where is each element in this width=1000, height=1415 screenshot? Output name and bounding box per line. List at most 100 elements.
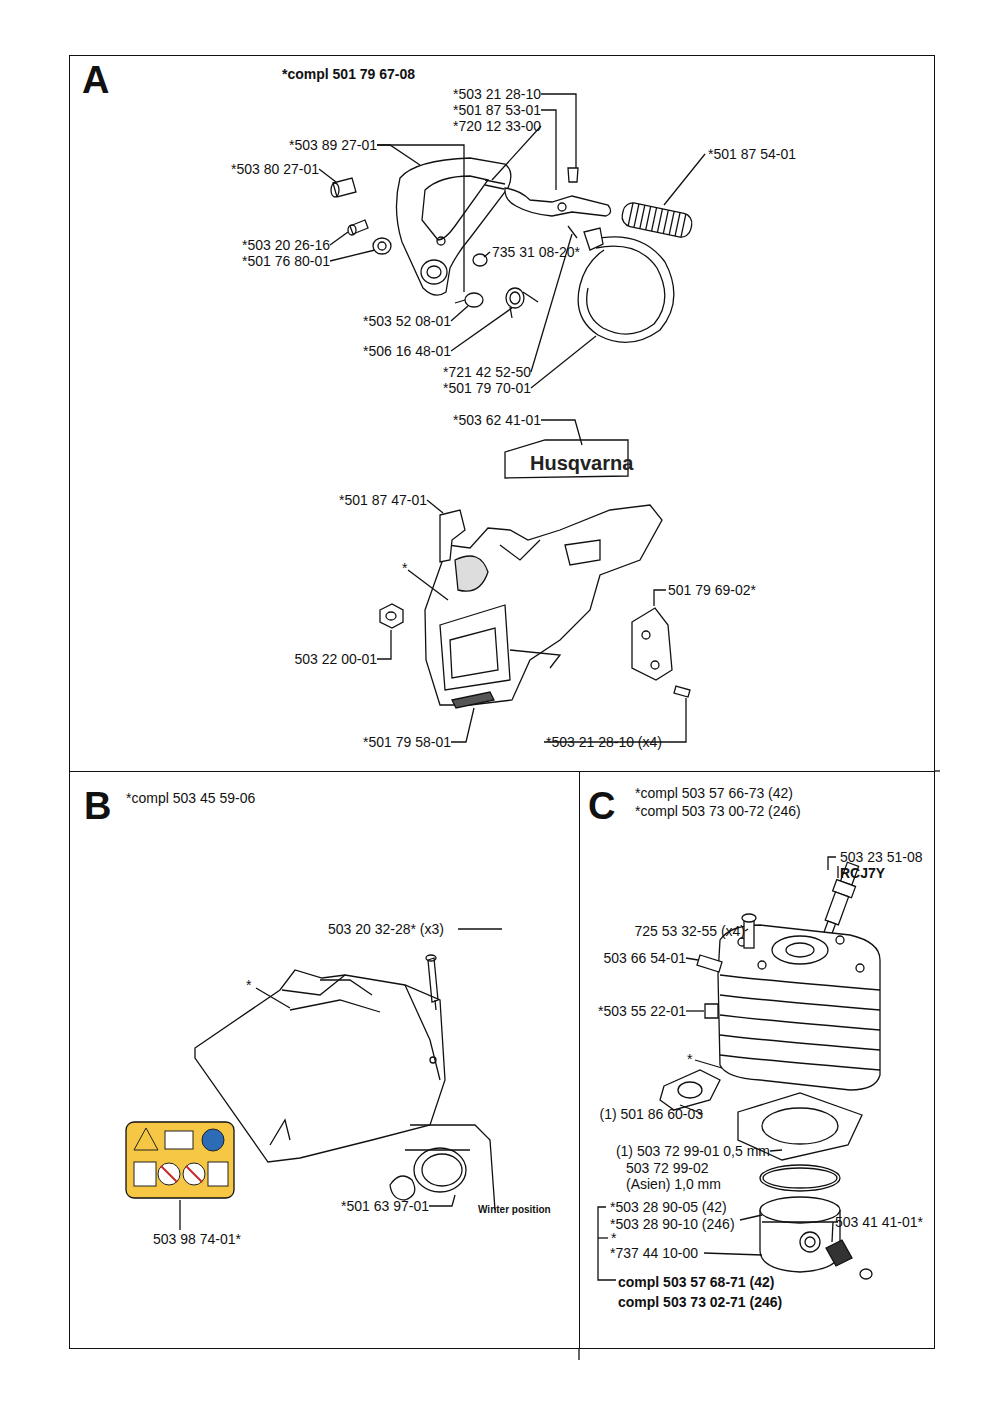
drawing-rect xyxy=(620,201,693,239)
drawing-path xyxy=(134,1128,158,1150)
drawing-rect xyxy=(208,1162,228,1186)
drawing-ellipse xyxy=(378,242,386,250)
drawing-ellipse xyxy=(331,183,339,197)
drawing-line xyxy=(256,988,290,1008)
drawing-g xyxy=(161,1166,202,1182)
drawing-path xyxy=(674,686,690,697)
part-number: * xyxy=(611,1230,616,1246)
part-number: * xyxy=(687,1051,692,1067)
part-number: (1) 503 72 99-01 0,5 mm xyxy=(616,1143,770,1159)
drawing-line xyxy=(531,336,596,388)
part-number: *501 76 80-01 xyxy=(242,253,330,269)
drawing-line xyxy=(330,250,375,261)
part-number: 501 79 69-02* xyxy=(668,582,756,598)
part-number: *503 21 28-10 xyxy=(453,86,541,102)
drawing-ellipse xyxy=(348,225,356,235)
drawing-line xyxy=(330,232,348,245)
part-number: *501 87 54-01 xyxy=(708,146,796,162)
part-number: *503 52 08-01 xyxy=(363,313,451,329)
kit-number: *compl 503 57 66-73 (42) xyxy=(635,785,793,801)
drawing-rect xyxy=(825,892,848,925)
drawing-ellipse xyxy=(426,955,436,961)
drawing-line xyxy=(640,205,645,228)
drawing-line xyxy=(634,204,639,227)
drawing-circle xyxy=(158,1163,180,1185)
drawing-line xyxy=(408,570,448,600)
part-number: *506 16 48-01 xyxy=(363,343,451,359)
drawing-path xyxy=(428,958,438,1002)
part-number: (1) 501 86 60-03 xyxy=(599,1106,703,1122)
drawing-line xyxy=(675,213,680,236)
drawing-line xyxy=(568,226,577,238)
part-number: 503 20 32-28* (x3) xyxy=(328,921,444,937)
drawing-path xyxy=(290,1000,380,1012)
panel-letter: B xyxy=(84,786,111,826)
drawing-polyline xyxy=(429,1195,455,1206)
drawing-line xyxy=(663,210,668,233)
drawing-path xyxy=(720,995,880,1010)
drawing-ellipse xyxy=(421,260,447,284)
drawing-line xyxy=(657,209,662,232)
panel-frame: B *compl 503 45 59-06 xyxy=(69,771,580,1349)
part-number: RCJ7Y xyxy=(840,865,885,881)
drawing-line xyxy=(745,929,748,931)
drawing-ellipse xyxy=(763,1168,837,1188)
drawing-circle xyxy=(183,1163,205,1185)
drawing-path xyxy=(270,1120,290,1145)
drawing-path xyxy=(720,975,880,990)
drawing-line xyxy=(451,306,468,321)
drawing-line xyxy=(179,1200,180,1230)
drawing-line xyxy=(664,154,705,205)
drawing-path xyxy=(450,628,498,678)
part-number: *501 87 47-01 xyxy=(339,492,427,508)
drawing-line xyxy=(837,866,838,878)
drawing-line xyxy=(485,180,505,184)
drawing-path xyxy=(405,985,440,1080)
drawing-path xyxy=(390,1176,415,1200)
drawing-path xyxy=(422,176,488,240)
drawing-path xyxy=(505,188,611,216)
drawing-line xyxy=(451,308,512,351)
part-number: Winter position xyxy=(478,1202,551,1218)
drawing-polyline xyxy=(377,145,464,292)
part-number: compl 503 73 02-71 (246) xyxy=(618,1294,782,1310)
part-number: *501 87 53-01 xyxy=(453,102,541,118)
part-number: *503 62 41-01 xyxy=(453,412,541,428)
drawing-line xyxy=(458,928,502,929)
drawing-path xyxy=(826,1240,852,1266)
drawing-path xyxy=(720,1015,880,1030)
drawing-ellipse xyxy=(762,1108,838,1144)
drawing-ellipse xyxy=(772,936,828,964)
drawing-polyline xyxy=(541,94,576,168)
drawing-path xyxy=(510,650,560,668)
drawing-path xyxy=(455,300,465,303)
drawing-polyline xyxy=(541,110,556,190)
part-number: *503 20 26-16 xyxy=(242,237,330,253)
drawing-path xyxy=(705,1004,718,1018)
drawing-path xyxy=(565,540,600,565)
panel-letter: A xyxy=(82,60,109,100)
drawing-line xyxy=(652,208,657,231)
drawing-circle xyxy=(437,237,445,245)
drawing-path xyxy=(660,1070,720,1110)
drawing-ellipse xyxy=(860,1269,872,1279)
part-number: *503 21 28-10 (x4) xyxy=(546,734,662,750)
drawing-line xyxy=(598,1237,608,1238)
drawing-path xyxy=(452,692,494,708)
drawing-circle xyxy=(856,964,864,972)
drawing-path xyxy=(720,1055,880,1070)
part-number: 503 98 74-01* xyxy=(153,1231,241,1247)
drawing-polyline xyxy=(828,857,836,870)
brand-decal-text: Husqvarna xyxy=(530,452,633,474)
drawing-path xyxy=(718,925,880,1090)
drawing-rect xyxy=(165,1131,193,1149)
drawing-ellipse xyxy=(742,914,756,922)
part-number: *501 63 97-01 xyxy=(341,1198,429,1214)
drawing-circle xyxy=(758,961,766,969)
part-number: *503 55 22-01 xyxy=(598,1003,686,1019)
kit-number: *compl 503 45 59-06 xyxy=(126,790,255,806)
part-number: 503 66 54-01 xyxy=(603,950,686,966)
part-number: *503 89 27-01 xyxy=(289,137,377,153)
drawing-ellipse xyxy=(786,943,814,957)
